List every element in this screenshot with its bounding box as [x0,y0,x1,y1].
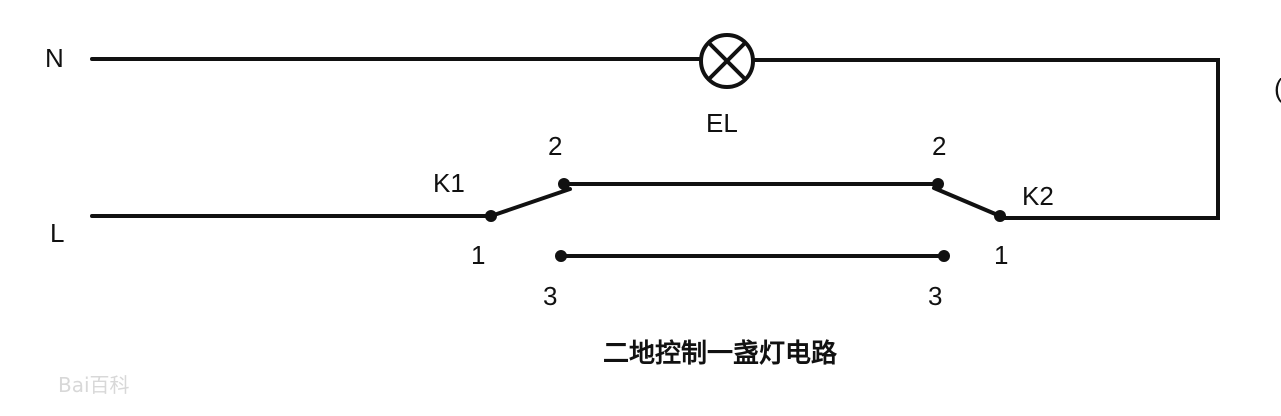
k1-terminal-2-label: 2 [548,131,562,161]
lamp-label: EL [706,108,738,138]
k1-terminal-3-label: 3 [543,281,557,311]
k1-terminal-2-dot [558,178,570,190]
edge-fragment: ( [1274,73,1281,103]
return-wire [752,58,1220,220]
k2-terminal-3-label: 3 [928,281,942,311]
k1-terminal-3-dot [555,250,567,262]
lamp-icon [699,33,755,89]
live-label: L [50,218,64,248]
diagram-caption: 二地控制一盏灯电路 [603,338,838,369]
baidu-watermark: Bai百科 [58,373,130,397]
k2-label: K2 [1022,181,1054,211]
k1-terminal-1-label: 1 [471,240,485,270]
k2-terminal-2-dot [932,178,944,190]
k2-terminal-1-dot [994,210,1006,222]
k2-switch-blade [932,186,1002,218]
k1-switch-blade [489,187,572,218]
k2-terminal-3-dot [938,250,950,262]
k1-label: K1 [433,168,465,198]
k2-terminal-1-label: 1 [994,240,1008,270]
k1-terminal-1-dot [485,210,497,222]
neutral-label: N [45,43,64,73]
k2-terminal-2-label: 2 [932,131,946,161]
